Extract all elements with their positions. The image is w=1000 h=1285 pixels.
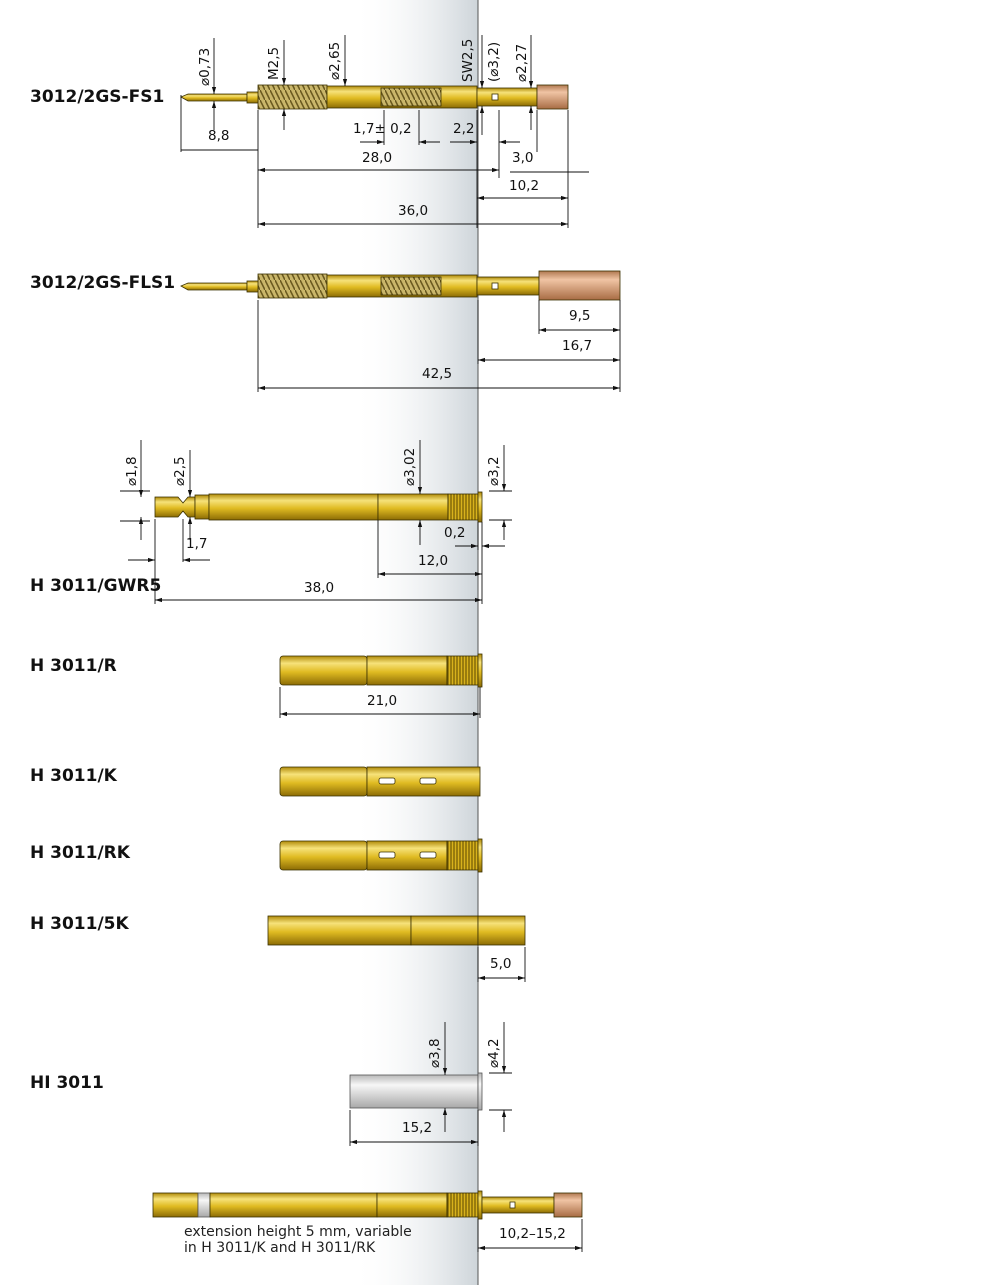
dim-d32: ⌀3,2 xyxy=(486,456,502,486)
part-label: 3012/2GS-FS1 xyxy=(30,87,164,107)
slot xyxy=(419,777,437,785)
dim-range: 10,2–15,2 xyxy=(499,1226,566,1242)
dim-l380: 38,0 xyxy=(304,580,334,596)
dim-d227: ⌀2,27 xyxy=(514,44,530,82)
slot xyxy=(378,851,396,859)
part-label: H 3011/K xyxy=(30,766,118,786)
dim-d25: ⌀2,5 xyxy=(172,456,188,486)
spring-window xyxy=(380,87,442,107)
hex-notch xyxy=(491,93,499,101)
dim-l36: 36,0 xyxy=(398,203,428,219)
part-label: H 3011/GWR5 xyxy=(30,576,161,596)
part-hi: HI 3011 ⌀3,8 ⌀4,2 15,2 xyxy=(30,1022,512,1146)
dim-sw25: SW2,5 xyxy=(460,39,476,82)
dim-l152: 15,2 xyxy=(402,1120,432,1136)
copper-terminal xyxy=(538,270,621,301)
dim-l30: 3,0 xyxy=(512,150,533,166)
dim-l95: 9,5 xyxy=(569,308,590,324)
receptacle-body xyxy=(279,840,368,871)
receptacle-body xyxy=(279,655,368,686)
extension xyxy=(477,915,526,946)
dim-l88: 8,8 xyxy=(208,128,229,144)
knurl xyxy=(446,655,479,686)
crown-tip xyxy=(154,496,196,518)
dim-l425: 42,5 xyxy=(422,366,452,382)
dim-l28: 28,0 xyxy=(362,150,392,166)
tip-collar xyxy=(246,91,260,104)
receptacle-body xyxy=(267,915,412,946)
assembly-note-line1: extension height 5 mm, variable xyxy=(184,1224,412,1240)
part-fs1: 3012/2GS-FS1 xyxy=(30,35,589,228)
part-k: H 3011/K xyxy=(30,766,481,797)
part-label: H 3011/R xyxy=(30,656,117,676)
dim-d302: ⌀3,02 xyxy=(402,448,418,486)
dim-d18: ⌀1,8 xyxy=(124,456,140,486)
thread xyxy=(257,273,328,299)
knurl xyxy=(446,840,479,871)
slot xyxy=(378,777,396,785)
dim-l120: 12,0 xyxy=(418,553,448,569)
thread xyxy=(257,84,328,110)
part-gwr5: H 3011/GWR5 ⌀1,8 ⌀2,5 ⌀3,02 ⌀3 xyxy=(30,440,512,604)
probe-tip xyxy=(180,93,248,102)
dim-d42: ⌀4,2 xyxy=(486,1038,502,1068)
dim-l17: 1,7 xyxy=(186,536,207,552)
assembly: extension height 5 mm, variable in H 301… xyxy=(152,1190,583,1256)
part-fls1: 3012/2GS-FLS1 9,5 16,7 42,5 xyxy=(30,270,621,392)
assembly-note-line2: in H 3011/K and H 3011/RK xyxy=(184,1240,376,1256)
head xyxy=(476,276,540,296)
copper-terminal xyxy=(536,84,569,110)
dim-l22: 2,2 xyxy=(453,121,474,137)
dim-l210: 21,0 xyxy=(367,693,397,709)
dim-l102: 10,2 xyxy=(509,178,539,194)
head xyxy=(476,87,538,107)
dim-m25: M2,5 xyxy=(266,47,282,80)
knurl xyxy=(447,493,479,521)
insulator-sleeve xyxy=(349,1074,479,1109)
dim-d073: ⌀0,73 xyxy=(197,48,213,86)
part-label: HI 3011 xyxy=(30,1073,104,1093)
dim-tol: 1,7± 0,2 xyxy=(353,121,412,137)
dim-d265: ⌀2,65 xyxy=(327,42,343,80)
part-label: H 3011/5K xyxy=(30,914,129,934)
dim-d38: ⌀3,8 xyxy=(427,1038,443,1068)
slot xyxy=(419,851,437,859)
shaded-panel xyxy=(352,0,478,1285)
dim-d32: (⌀3,2) xyxy=(486,42,502,82)
part-rk: H 3011/RK xyxy=(30,838,483,873)
part-r: H 3011/R 21,0 xyxy=(30,653,483,718)
receptacle-barrel xyxy=(208,493,379,521)
dim-l02: 0,2 xyxy=(444,525,465,541)
dim-l167: 16,7 xyxy=(562,338,592,354)
part-5k: H 3011/5K 5,0 xyxy=(30,914,526,982)
part-label: H 3011/RK xyxy=(30,843,131,863)
dim-l50: 5,0 xyxy=(490,956,511,972)
part-label: 3012/2GS-FLS1 xyxy=(30,273,175,293)
receptacle-body xyxy=(279,766,368,797)
